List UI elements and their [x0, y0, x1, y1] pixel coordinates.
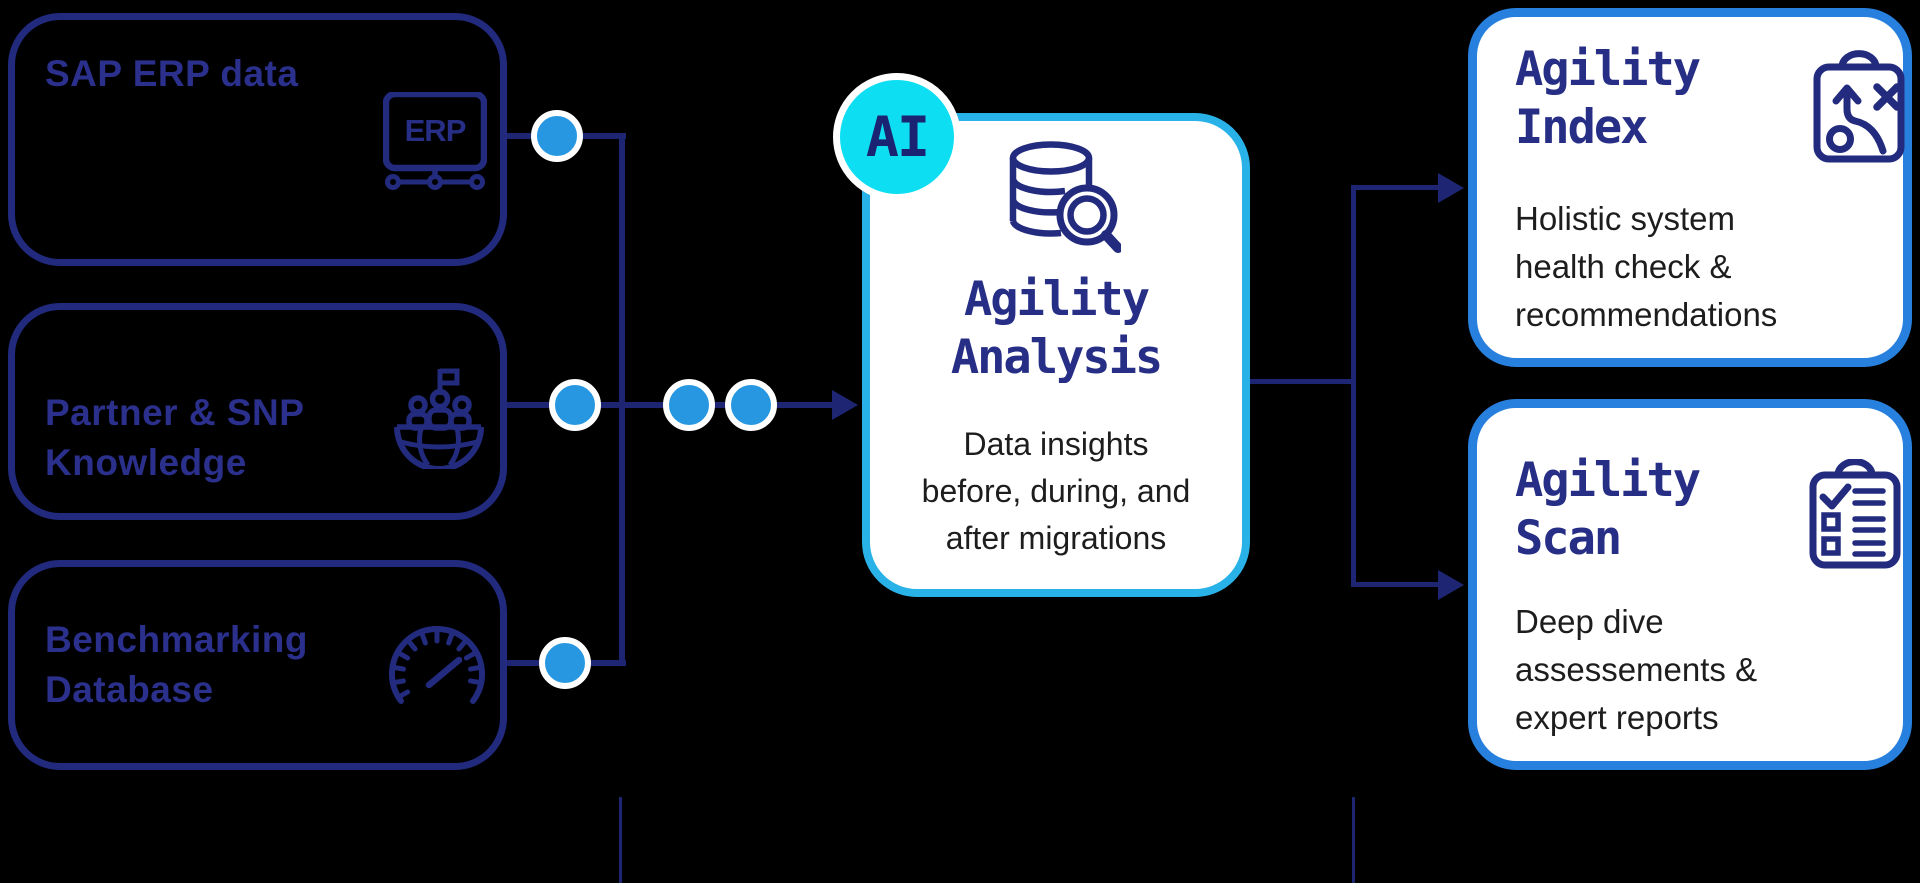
output-box-agility-scan: Agility Scan Deep dive assessements & ex…	[1468, 399, 1912, 770]
analysis-description: Data insights before, during, and after …	[921, 426, 1191, 556]
database-magnifier-icon	[1003, 141, 1121, 256]
output-title: Agility Index	[1515, 42, 1701, 155]
flow-dot	[725, 379, 777, 431]
output-description: Deep dive assessements & expert reports	[1515, 603, 1758, 736]
arrow-into-analysis	[832, 390, 858, 420]
speedometer-icon	[377, 613, 497, 728]
flow-dot	[539, 637, 591, 689]
source-title: Partner & SNP Knowledge	[45, 392, 305, 483]
strategy-clipboard-icon	[1811, 49, 1907, 165]
arrow-into-scan	[1438, 570, 1464, 600]
connector-bottom-right-stub	[1352, 797, 1355, 883]
output-box-agility-index: Agility Index Holistic system health che…	[1468, 8, 1912, 367]
output-title: Agility Scan	[1515, 453, 1701, 566]
source-box-partner-snp-knowledge: Partner & SNP Knowledge	[8, 303, 507, 520]
source-title: SAP ERP data	[45, 53, 299, 94]
flow-dot	[549, 379, 601, 431]
connector-to-index	[1351, 185, 1450, 190]
connector-branch-vertical	[1351, 185, 1356, 587]
source-box-benchmarking-database: Benchmarking Database	[8, 560, 507, 770]
connector-merge-vertical	[619, 133, 625, 666]
flow-dot	[663, 379, 715, 431]
source-box-sap-erp-data: SAP ERP data ERP	[8, 13, 507, 266]
ai-badge: AI	[833, 73, 961, 201]
connector-analysis-out	[1250, 379, 1356, 384]
globe-team-flag-icon	[387, 357, 491, 469]
connector-bottom-left-stub	[619, 797, 622, 883]
flow-dot	[531, 110, 583, 162]
ai-badge-label: AI	[865, 105, 930, 169]
erp-network-icon: ERP	[383, 92, 487, 192]
arrow-into-index	[1438, 173, 1464, 203]
checklist-clipboard-icon	[1807, 459, 1903, 571]
connector-to-scan	[1351, 582, 1450, 587]
analysis-title: Agility Analysis	[950, 272, 1163, 385]
erp-icon-label: ERP	[404, 113, 467, 148]
output-description: Holistic system health check & recommend…	[1515, 200, 1778, 333]
source-title: Benchmarking Database	[45, 619, 309, 710]
